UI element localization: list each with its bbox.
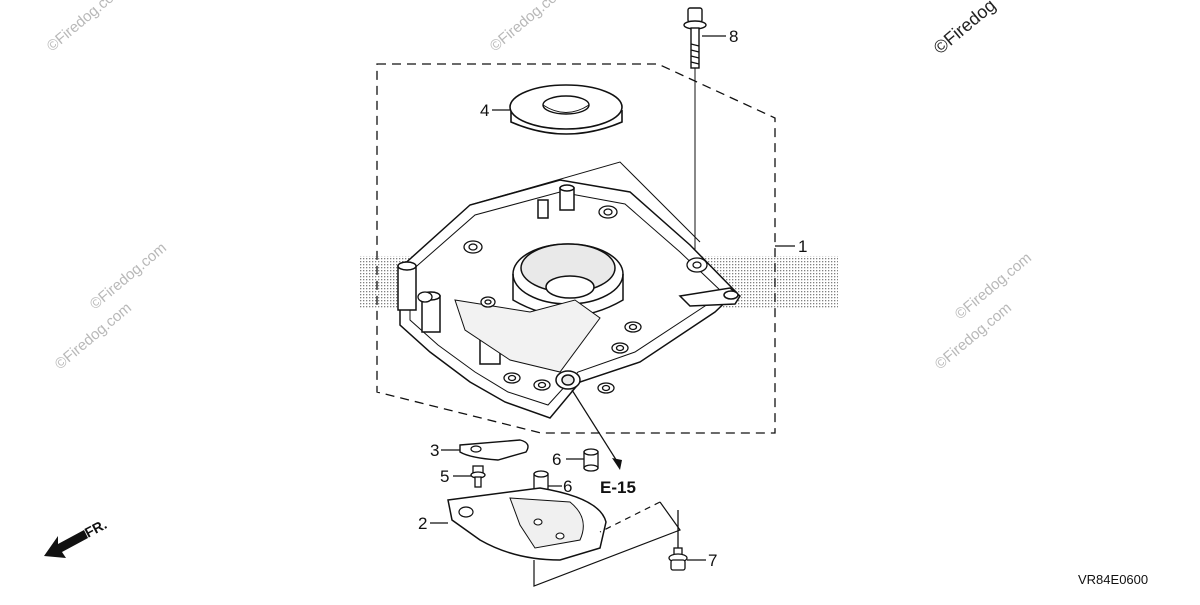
plate-part-2	[447, 487, 607, 561]
oil-seal-part-4	[509, 84, 623, 135]
flange-bolt-part-8	[683, 7, 707, 69]
callout-2: 2	[418, 514, 427, 533]
watermark-4: ©Firedog.com	[87, 239, 170, 313]
callout-6-upper: 6	[552, 450, 561, 469]
assembly-box-part-1	[376, 63, 776, 434]
callout-7: 7	[708, 551, 717, 570]
dowel-pin-part-6-upper	[583, 448, 599, 472]
callout-3: 3	[430, 441, 439, 460]
bolt-part-5	[470, 465, 486, 488]
gasket-part-3	[459, 439, 529, 461]
callout-4: 4	[480, 101, 489, 120]
cover-bolt-holes	[417, 205, 708, 394]
front-direction-arrow	[44, 530, 88, 558]
watermark-1: ©Firedog.com	[44, 0, 127, 55]
watermark-2: ©Firedog.com	[487, 0, 570, 55]
reference-arrow	[571, 389, 622, 470]
crankcase-cover-part-1	[397, 179, 741, 419]
watermark-5: ©Firedog.com	[52, 299, 135, 373]
reference-e-15: E-15	[600, 478, 636, 497]
diagram-code: VR84E0600	[1078, 572, 1148, 587]
plate-dashed-frame	[533, 501, 681, 587]
watermark-3: ©Firedog	[930, 0, 1000, 58]
callout-5: 5	[440, 467, 449, 486]
bolt-part-7	[668, 510, 688, 571]
exploded-boundary	[469, 161, 701, 243]
callout-8: 8	[729, 27, 738, 46]
callout-1: 1	[798, 237, 807, 256]
callout-6-lower: 6	[563, 477, 572, 496]
